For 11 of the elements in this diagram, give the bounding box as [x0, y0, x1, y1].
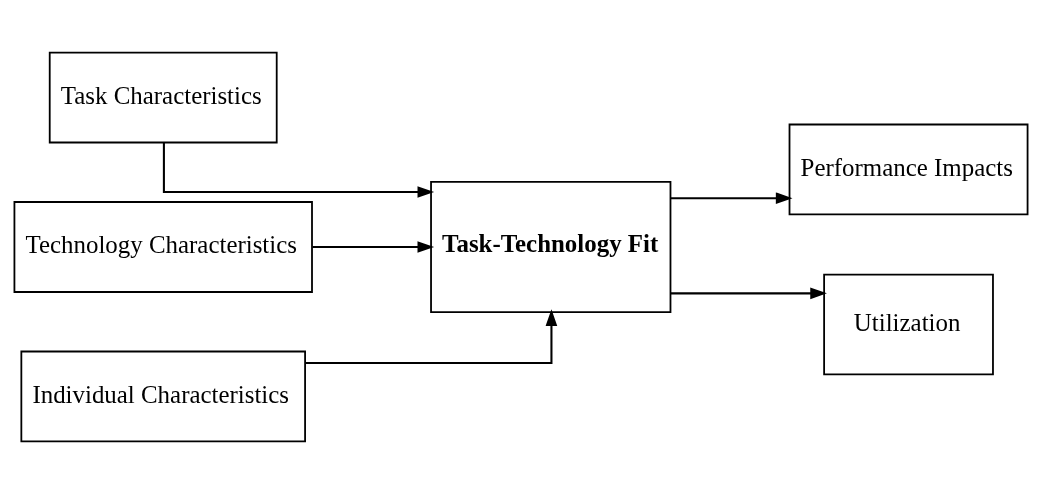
arrow	[670, 191, 793, 204]
node-box: Performance Impacts	[788, 123, 1029, 215]
node-box: Task Characteristics	[48, 51, 278, 143]
node-box: Utilization	[823, 273, 994, 375]
node-box: Technology Characteristics	[13, 200, 313, 293]
arrow	[305, 308, 558, 364]
node-box: Task-Technology Fit	[430, 180, 672, 313]
arrow	[670, 287, 827, 299]
arrow	[162, 142, 435, 198]
arrow	[312, 240, 435, 253]
node-box: Individual Characteristics	[20, 350, 306, 442]
